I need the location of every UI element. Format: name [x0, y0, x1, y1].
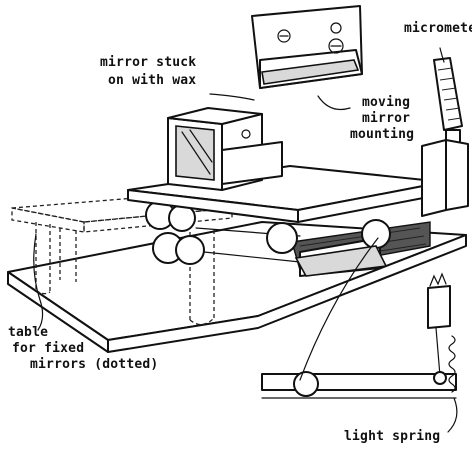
ball-bearings: [145, 200, 431, 277]
label-light-spring: light spring: [344, 429, 440, 444]
label-moving-line2: mirror: [362, 111, 410, 126]
label-moving-line1: moving: [362, 95, 410, 110]
label-micrometer: micrometer: [404, 21, 472, 36]
label-table-line2: for fixed: [12, 341, 84, 356]
label-table-line3: mirrors (dotted): [30, 357, 158, 372]
sliding-carriage: [127, 165, 445, 223]
micrometer: [421, 57, 469, 217]
label-moving-line3: mounting: [350, 127, 414, 142]
mirror-wax-detail: [251, 5, 363, 89]
label-mirror-wax-line2: on with wax: [108, 73, 196, 88]
light-spring-detail: [261, 272, 457, 399]
label-mirror-wax-line1: mirror stuck: [100, 55, 196, 70]
label-table-line1: table: [8, 325, 48, 340]
leader-lines: [33, 47, 458, 433]
moving-mirror-mounting: [167, 107, 283, 191]
